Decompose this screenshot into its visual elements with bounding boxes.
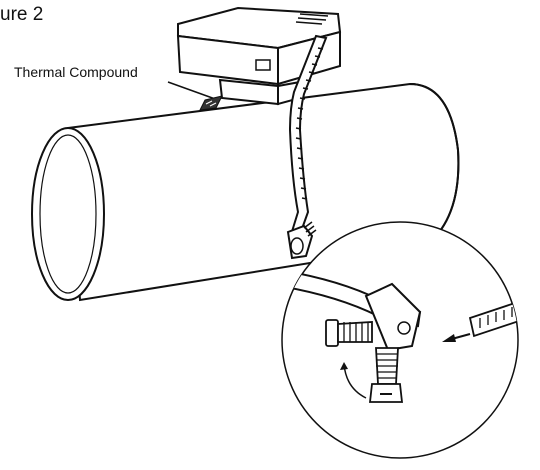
detail-band-end: [468, 296, 518, 338]
housing-mount-slot: [255, 59, 271, 71]
thermal-compound-label: Thermal Compound: [14, 64, 138, 80]
clamp-screw-thread: [303, 221, 317, 237]
detail-screw-vertical: [368, 347, 404, 403]
rotate-arrow-icon: [340, 362, 367, 399]
thermal-compound: [167, 81, 223, 111]
clamp-screw-head: [290, 237, 304, 255]
detail-screw-horizontal: [325, 319, 373, 347]
pipe-end-left-inner: [39, 134, 97, 294]
pipe-back-edge: [409, 83, 460, 245]
hose-clamp-band-icon: [286, 34, 328, 260]
magnified-clamp-detail-icon: [281, 221, 519, 459]
strap-perforations: [295, 47, 324, 200]
callout-leader-line: [167, 81, 219, 101]
compound-layer: [199, 95, 223, 111]
detail-clamp-hole: [397, 321, 411, 335]
housing-vent: [295, 13, 329, 25]
figure-title: ure 2: [0, 4, 44, 25]
compound-hatch: [205, 100, 217, 107]
insert-arrow-icon: [442, 333, 471, 342]
